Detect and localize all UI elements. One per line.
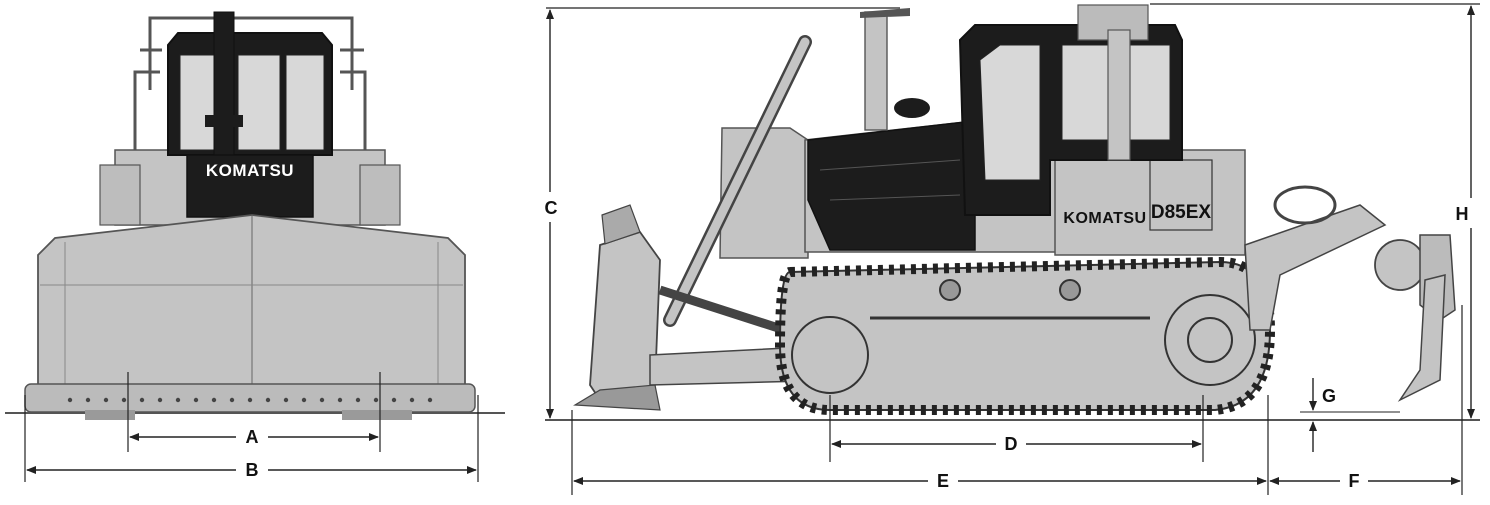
cutting-edge-bolt xyxy=(67,397,73,403)
side-hood-line-1 xyxy=(819,159,961,171)
dimension-g-label: G xyxy=(1322,386,1336,406)
front-left-fender xyxy=(99,164,141,226)
side-blade-top-guard xyxy=(601,204,641,245)
dimension-b-label: B xyxy=(246,460,259,480)
cutting-edge-bolt xyxy=(409,397,415,403)
side-idler xyxy=(791,316,869,394)
cutting-edge-bolt xyxy=(319,397,325,403)
cutting-edge-bolt xyxy=(85,397,91,403)
side-carrier-roller-1 xyxy=(939,279,961,301)
dimension-f-label: F xyxy=(1349,471,1360,491)
dimension-d: D xyxy=(829,395,1204,462)
cutting-edge-bolt xyxy=(247,397,253,403)
side-ripper-hose xyxy=(1273,185,1337,225)
dimension-g: G xyxy=(1300,378,1400,452)
dimension-c-label: C xyxy=(545,198,558,218)
side-precleaner xyxy=(894,98,930,118)
cutting-edge-bolt xyxy=(337,397,343,403)
cutting-edge-bolt xyxy=(139,397,145,403)
cutting-edge-bolt xyxy=(265,397,271,403)
dimension-a-label: A xyxy=(246,427,259,447)
front-cab-window-center xyxy=(237,54,281,151)
dimension-h-label: H xyxy=(1456,204,1469,224)
cutting-edge-bolt xyxy=(301,397,307,403)
side-tilt-brace xyxy=(658,285,802,340)
side-exhaust-cap xyxy=(860,8,910,18)
side-cab-window-rear xyxy=(1129,44,1171,141)
dimension-b: B xyxy=(24,395,479,482)
dimension-d-label: D xyxy=(1005,434,1018,454)
side-blade-cutting-edge xyxy=(573,384,661,411)
front-center-post xyxy=(213,11,235,163)
side-rops-post xyxy=(1107,29,1131,161)
cutting-edge-bolt xyxy=(229,397,235,403)
dimension-e: E xyxy=(571,395,1269,495)
cutting-edge-bolt xyxy=(427,397,433,403)
side-hood-line-2 xyxy=(829,194,961,201)
front-view: KOMATSU A B xyxy=(5,11,505,482)
dimension-a: A xyxy=(127,372,381,452)
side-logo: KOMATSU xyxy=(1063,210,1146,227)
front-right-fender xyxy=(359,164,401,226)
cutting-edge-bolt xyxy=(391,397,397,403)
side-cab-door-window xyxy=(979,44,1041,181)
dimension-e-label: E xyxy=(937,471,949,491)
cutting-edge-bolt xyxy=(175,397,181,403)
front-rops-frame xyxy=(133,16,367,160)
cutting-edge-bolt xyxy=(355,397,361,403)
front-cab-window-right xyxy=(285,54,325,151)
side-lift-cylinder-fill xyxy=(665,37,810,325)
front-right-track-shoe xyxy=(342,410,412,420)
side-cab-window-mid xyxy=(1061,44,1111,141)
cutting-edge-bolt xyxy=(193,397,199,403)
front-left-track-shoe xyxy=(85,410,135,420)
side-carrier-roller-2 xyxy=(1059,279,1081,301)
side-sprocket-hub xyxy=(1187,317,1233,363)
dimension-h: H xyxy=(1150,3,1480,419)
cutting-edge-bolt xyxy=(121,397,127,403)
dimension-f: F xyxy=(1269,305,1463,495)
side-ripper-shank xyxy=(1397,274,1446,402)
side-model-plate xyxy=(1149,159,1213,231)
dimension-c: C xyxy=(545,7,900,419)
side-ripper-linkage xyxy=(1244,204,1387,331)
front-cutting-edge-bolts xyxy=(67,397,433,403)
cutting-edge-bolt xyxy=(211,397,217,403)
cutting-edge-bolt xyxy=(283,397,289,403)
cutting-edge-bolt xyxy=(373,397,379,403)
side-view: C H D85EX KOMATSU xyxy=(545,3,1480,495)
front-logo: KOMATSU xyxy=(206,161,294,180)
side-model-badge: D85EX xyxy=(1151,202,1212,223)
side-exhaust-stack xyxy=(864,11,888,131)
side-ripper-pivot xyxy=(1374,239,1426,291)
cutting-edge-bolt xyxy=(157,397,163,403)
side-engine-hood xyxy=(807,121,976,251)
cutting-edge-bolt xyxy=(103,397,109,403)
front-center-bracket xyxy=(205,115,243,127)
